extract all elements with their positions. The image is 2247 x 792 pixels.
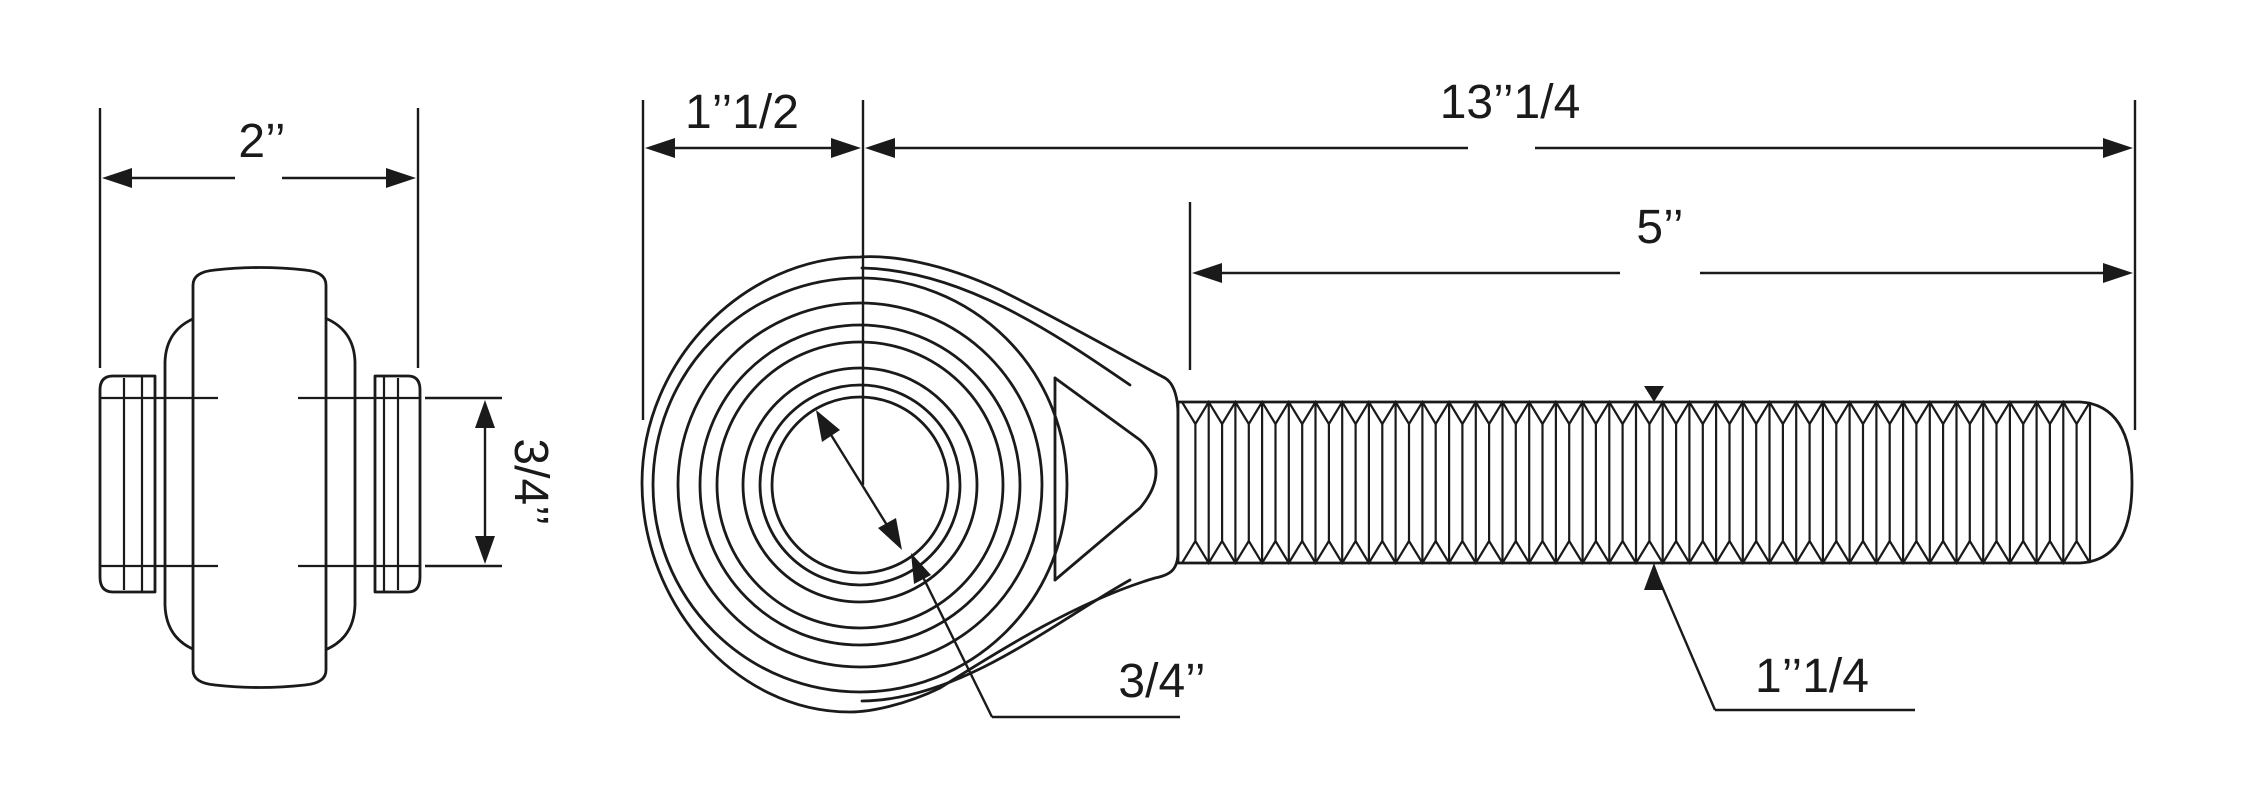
threaded-shank bbox=[1176, 399, 2134, 566]
dim-label-side-bore: 3/4’’ bbox=[504, 438, 557, 525]
ring-2 bbox=[676, 301, 1044, 669]
dim-label-eye-offset: 1’’1/2 bbox=[685, 86, 799, 139]
ring-4 bbox=[715, 340, 1005, 630]
bore-hole bbox=[770, 395, 950, 575]
front-view: 1’’1/2 13’’1/4 5’’ 3/4’’ 1’’1/4 bbox=[640, 76, 2137, 719]
rod-end-head bbox=[640, 255, 1180, 714]
dim-label-bore-diameter: 3/4’’ bbox=[1118, 655, 1205, 708]
shank-outline bbox=[1176, 400, 2134, 565]
side-view-right-shoulder bbox=[323, 316, 357, 652]
side-view-left-shoulder bbox=[163, 316, 197, 652]
outer-ring bbox=[651, 276, 1069, 694]
ring-5 bbox=[741, 366, 979, 604]
side-view-body bbox=[191, 266, 328, 689]
side-view-left-stub bbox=[98, 374, 157, 594]
neck-cone bbox=[1053, 376, 1158, 582]
dim-label-overall-length: 13’’1/4 bbox=[1440, 76, 1581, 129]
side-view: 2’’ 3/4’’ bbox=[98, 108, 557, 689]
ring-3 bbox=[698, 323, 1022, 647]
thread-crest-lines bbox=[1194, 402, 2092, 563]
ring-6 bbox=[758, 383, 962, 587]
dim-label-thread-diameter: 1’’1/4 bbox=[1755, 650, 1869, 703]
dim-label-thread-length: 5’’ bbox=[1636, 201, 1683, 254]
dim-label-width: 2’’ bbox=[238, 115, 285, 168]
